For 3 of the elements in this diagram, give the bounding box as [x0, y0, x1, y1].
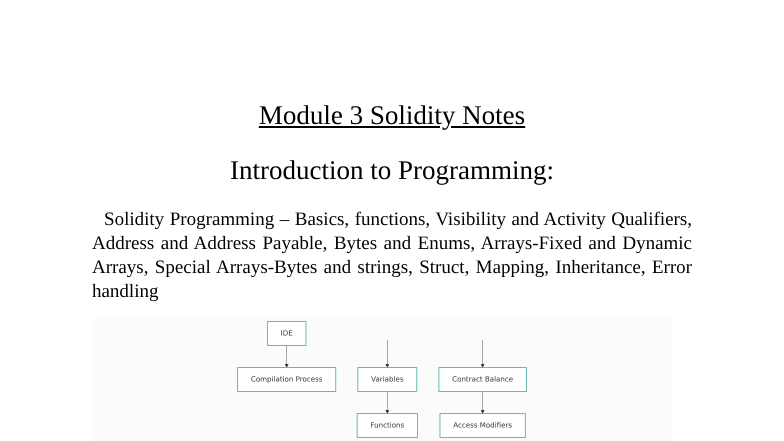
title: Module 3 Solidity Notes: [258, 100, 526, 131]
subtitle: Introduction to Programming:: [229, 155, 555, 186]
paragraph: Solidity Programming – Basics, functions, Visibility and Activity Qualifiers, Address and Address Payable, Bytes and Enums, Arrays-Fixed and Dynamic Arrays, Special Arrays-Bytes and strings, Struct, Mapping, Inheritance, Error handling: [92, 208, 692, 304]
